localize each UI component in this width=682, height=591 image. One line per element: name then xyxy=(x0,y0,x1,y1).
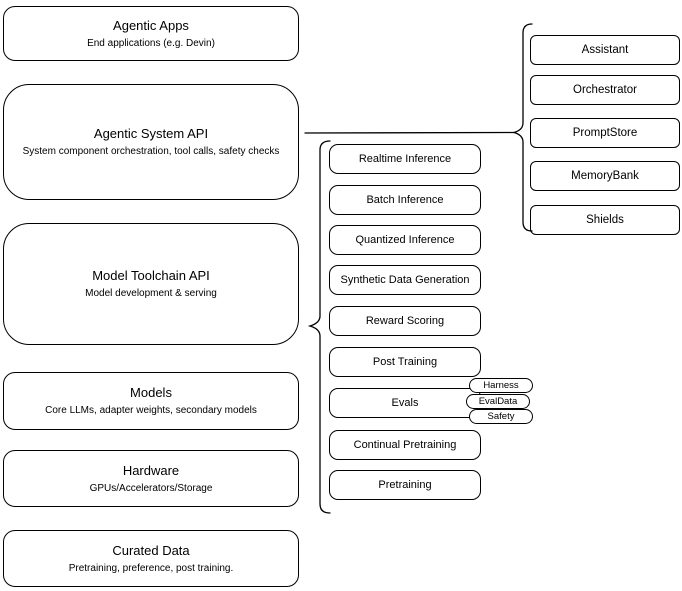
node-subtitle: Core LLMs, adapter weights, secondary mo… xyxy=(45,405,257,416)
node-title: Curated Data xyxy=(112,542,190,558)
node-assistant: Assistant xyxy=(530,35,680,65)
node-evals-harness-tag: Harness xyxy=(469,378,533,393)
node-subtitle: GPUs/Accelerators/Storage xyxy=(89,482,213,494)
node-model-toolchain-api: Model Toolchain API Model development & … xyxy=(3,223,299,345)
node-title: Hardware xyxy=(122,462,180,478)
node-synthetic-data-generation: Synthetic Data Generation xyxy=(329,265,481,295)
connector-system-api-to-components xyxy=(304,131,515,134)
node-title: Model Toolchain API xyxy=(92,268,210,283)
node-evals-evaldata-tag: EvalData xyxy=(466,394,530,409)
node-subtitle: Pretraining, preference, post training. xyxy=(68,562,234,574)
brace-toolchain-items xyxy=(307,140,331,514)
node-subtitle: Model development & serving xyxy=(85,288,217,299)
node-continual-pretraining: Continual Pretraining xyxy=(329,430,481,460)
node-evals: Evals xyxy=(329,388,481,418)
node-shields: Shields xyxy=(530,205,680,235)
node-subtitle: End applications (e.g. Devin) xyxy=(87,37,215,49)
node-orchestrator: Orchestrator xyxy=(530,75,680,105)
node-title: Agentic System API xyxy=(93,126,209,141)
node-models: Models Core LLMs, adapter weights, secon… xyxy=(3,372,299,430)
node-reward-scoring: Reward Scoring xyxy=(329,306,481,336)
node-quantized-inference: Quantized Inference xyxy=(329,225,481,255)
node-promptstore: PromptStore xyxy=(530,118,680,148)
node-curated-data: Curated Data Pretraining, preference, po… xyxy=(3,530,299,587)
node-agentic-system-api: Agentic System API System component orch… xyxy=(3,84,299,200)
node-hardware: Hardware GPUs/Accelerators/Storage xyxy=(3,450,299,507)
node-agentic-apps: Agentic Apps End applications (e.g. Devi… xyxy=(3,6,299,61)
node-subtitle: System component orchestration, tool cal… xyxy=(22,146,280,157)
node-title: Agentic Apps xyxy=(113,17,189,33)
node-pretraining: Pretraining xyxy=(329,470,481,500)
node-post-training: Post Training xyxy=(329,347,481,377)
node-title: Models xyxy=(130,385,172,400)
node-memorybank: MemoryBank xyxy=(530,161,680,191)
node-realtime-inference: Realtime Inference xyxy=(329,144,481,174)
node-batch-inference: Batch Inference xyxy=(329,185,481,215)
node-evals-safety-tag: Safety xyxy=(469,409,533,424)
